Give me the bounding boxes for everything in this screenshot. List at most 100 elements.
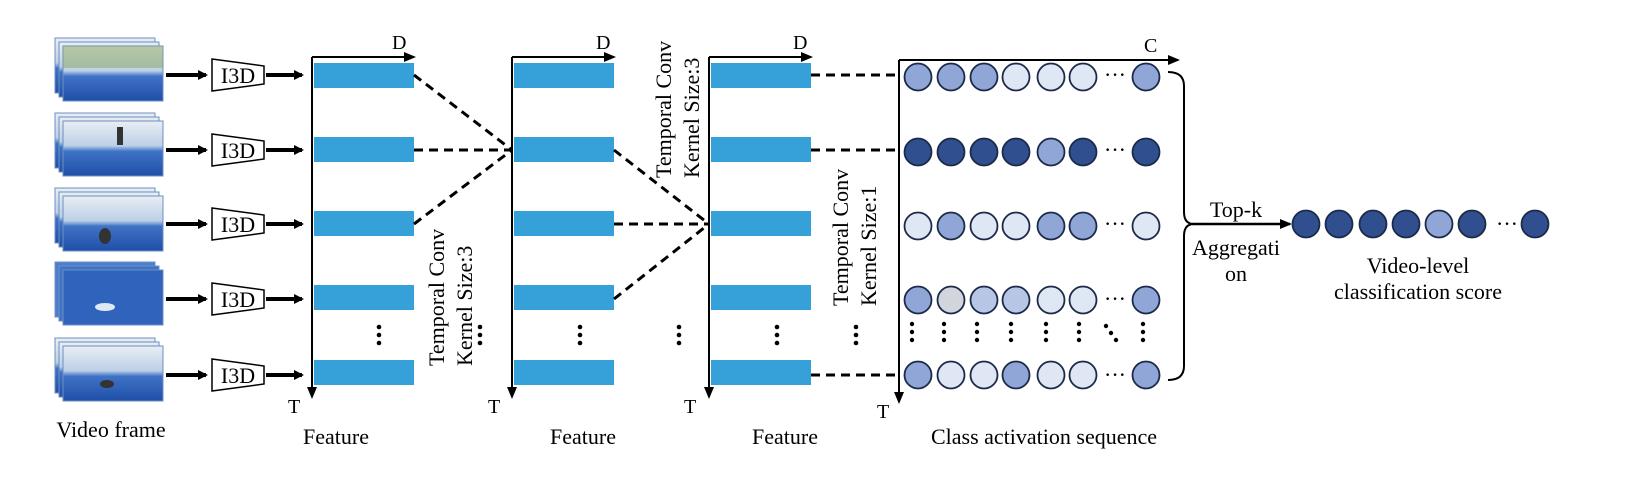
video-level-score: ··· Video-level classification score xyxy=(1291,209,1550,304)
activation-circle xyxy=(1036,285,1066,315)
activation-circle xyxy=(903,137,933,167)
activation-circle xyxy=(969,211,999,241)
activation-circle xyxy=(1131,285,1161,315)
i3d-label: I3D xyxy=(221,138,255,163)
feature-bar xyxy=(314,360,414,385)
activation-circle xyxy=(1068,137,1098,167)
activation-circle xyxy=(1068,360,1098,390)
score-circles xyxy=(1291,209,1550,239)
activation-circle xyxy=(936,137,966,167)
feature-block-3: D T Feature xyxy=(684,32,818,449)
i3d-label: I3D xyxy=(221,63,255,88)
feature-bar xyxy=(514,137,614,162)
video-level-caption-line1: Video-level xyxy=(1367,253,1470,278)
activation-circle xyxy=(903,62,933,92)
activation-circle xyxy=(969,62,999,92)
vertical-ellipsis xyxy=(376,324,382,346)
feature-caption: Feature xyxy=(752,424,818,449)
row-ellipsis: ··· xyxy=(1104,286,1126,311)
activation-circle xyxy=(936,211,966,241)
activation-circle xyxy=(1068,285,1098,315)
i3d-block xyxy=(211,133,265,167)
feature-caption: Feature xyxy=(303,424,369,449)
video-level-caption-line2: classification score xyxy=(1334,279,1502,304)
activation-circle xyxy=(936,360,966,390)
topk-aggregation: Top-k Aggregati on xyxy=(1192,197,1292,286)
feature-bar xyxy=(711,63,811,88)
conv-label-3-line2: Kernel Size:1 xyxy=(856,186,881,306)
score-ellipsis: ··· xyxy=(1496,211,1518,236)
aggregation-label-line2: on xyxy=(1225,261,1247,286)
i3d-label: I3D xyxy=(221,287,255,312)
conv-label-1-line2: Kernel Size:3 xyxy=(452,246,477,366)
conv-label-2: Temporal Conv Kernel Size:3 xyxy=(651,41,704,178)
video-frame-caption: Video frame xyxy=(56,417,165,442)
score-circle xyxy=(1391,209,1421,239)
score-circle xyxy=(1520,209,1550,239)
aggregation-bracket xyxy=(1167,71,1195,381)
class-activation-sequence: C T ··· ··· ··· ··· ··· Class activation… xyxy=(877,35,1180,449)
t-axis-label: T xyxy=(288,396,300,418)
activation-circle xyxy=(1131,62,1161,92)
t-axis-label: T xyxy=(684,396,696,418)
activation-circle xyxy=(1001,137,1031,167)
conv-connections-1 xyxy=(413,73,513,226)
vertical-ellipsis xyxy=(577,324,583,346)
feature-bar xyxy=(711,285,811,310)
encoder-row-4: I3D xyxy=(166,282,304,316)
video-frame-stack-3 xyxy=(54,187,164,252)
feature-caption: Feature xyxy=(550,424,616,449)
feature-bar xyxy=(314,137,414,162)
feature-bar xyxy=(314,211,414,236)
activation-circle xyxy=(903,360,933,390)
class-activation-caption: Class activation sequence xyxy=(931,424,1157,449)
feature-block-1: D T Feature xyxy=(288,32,416,449)
t-axis-label: T xyxy=(488,396,500,418)
score-circle xyxy=(1291,209,1321,239)
feature-bars xyxy=(314,63,414,385)
encoder-row-3: I3D xyxy=(166,207,304,241)
conv-label-1-line1: Temporal Conv xyxy=(424,229,449,366)
activation-circle xyxy=(1036,137,1066,167)
video-frame-stack-4 xyxy=(54,261,164,326)
row-ellipsis: ··· xyxy=(1104,137,1126,162)
conv-label-1: Temporal Conv Kernel Size:3 xyxy=(424,229,477,366)
score-circle xyxy=(1457,209,1487,239)
feature-bar xyxy=(314,285,414,310)
feature-bar xyxy=(314,63,414,88)
encoder-row-5: I3D xyxy=(166,358,304,392)
video-frame-stack-2 xyxy=(54,112,164,177)
score-circle xyxy=(1424,209,1454,239)
row-ellipses: ··· ··· ··· ··· ··· xyxy=(1104,62,1126,387)
i3d-label: I3D xyxy=(221,212,255,237)
activation-circle xyxy=(1001,285,1031,315)
feature-bar xyxy=(514,63,614,88)
feature-bars xyxy=(711,63,811,385)
conv-label-2-line1: Temporal Conv xyxy=(651,41,676,178)
activation-circle xyxy=(1001,360,1031,390)
activation-circle xyxy=(1001,62,1031,92)
d-axis-label: D xyxy=(392,32,406,54)
d-axis-label: D xyxy=(793,32,807,54)
encoder-row-1: I3D xyxy=(166,58,304,92)
activation-grid xyxy=(903,62,1161,390)
activation-circle xyxy=(1131,211,1161,241)
feature-bars xyxy=(514,63,614,385)
activation-circle xyxy=(1131,137,1161,167)
row-ellipsis: ··· xyxy=(1104,62,1126,87)
score-circle xyxy=(1324,209,1354,239)
vertical-ellipsis xyxy=(774,324,780,346)
feature-bar xyxy=(711,360,811,385)
conv-label-2-line2: Kernel Size:3 xyxy=(679,58,704,178)
encoder-row-2: I3D xyxy=(166,133,304,167)
activation-circle xyxy=(969,360,999,390)
activation-circle xyxy=(1036,62,1066,92)
i3d-block xyxy=(211,58,265,92)
activation-circle xyxy=(1131,360,1161,390)
activation-circle xyxy=(1036,211,1066,241)
conv-label-3: Temporal Conv Kernel Size:1 xyxy=(828,169,881,306)
activation-circle xyxy=(1068,211,1098,241)
activation-circle xyxy=(969,137,999,167)
i3d-block xyxy=(211,282,265,316)
activation-circle xyxy=(903,285,933,315)
